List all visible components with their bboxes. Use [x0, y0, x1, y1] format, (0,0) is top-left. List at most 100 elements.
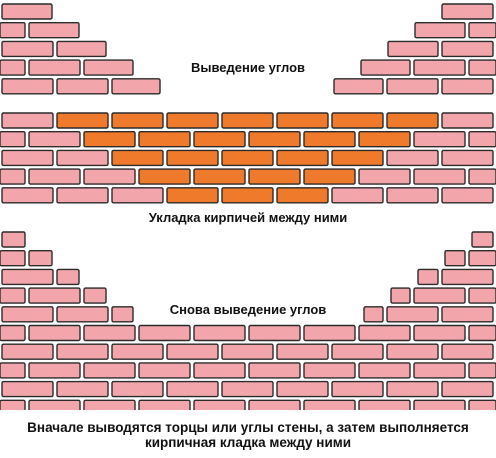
brick [111, 187, 164, 204]
new-brick [221, 187, 274, 204]
brick [28, 168, 81, 185]
brick [221, 380, 274, 398]
brick [1, 380, 54, 398]
brick [193, 362, 246, 379]
brick [56, 380, 109, 398]
brick [358, 168, 411, 185]
new-brick [166, 149, 219, 167]
caption-laying-infill: Укладка кирпичей между ними [148, 210, 348, 225]
brick [193, 324, 246, 342]
brick [56, 343, 109, 360]
brick [83, 59, 134, 76]
brick [441, 78, 494, 95]
brick [276, 380, 329, 398]
caption-raising-corners-again: Снова выведение углов [169, 302, 327, 317]
brick [111, 306, 134, 323]
brick [386, 343, 439, 360]
new-brick [166, 187, 219, 204]
brick [468, 131, 496, 148]
new-brick [386, 112, 439, 129]
brick [56, 187, 109, 204]
brick [83, 362, 136, 379]
brick [441, 3, 494, 20]
brick [471, 231, 494, 248]
brick [248, 324, 301, 342]
brick [358, 324, 411, 342]
brick [468, 59, 496, 76]
brick [83, 324, 136, 342]
new-brick [138, 168, 191, 185]
brick [386, 380, 439, 398]
new-brick [248, 168, 301, 185]
brick [28, 22, 80, 39]
brick [0, 131, 26, 148]
brick [441, 306, 494, 323]
brick [444, 249, 466, 267]
brick [56, 268, 80, 286]
brick [1, 40, 54, 58]
brick [1, 149, 54, 167]
brick [414, 22, 466, 39]
brick [331, 343, 384, 360]
brick [331, 380, 384, 398]
explanation-line-2: кирпичная кладка между ними [144, 435, 352, 450]
brick [441, 149, 494, 167]
new-brick [276, 149, 329, 167]
brick [413, 130, 466, 148]
brick [83, 399, 136, 410]
brick [358, 362, 411, 379]
brick [138, 324, 191, 342]
brick [221, 343, 274, 360]
brick [0, 250, 26, 267]
brick [28, 399, 81, 410]
brick [1, 306, 54, 323]
brick [56, 149, 109, 167]
brick [28, 287, 81, 304]
brick [468, 399, 496, 410]
brick [413, 59, 466, 76]
brick [111, 343, 164, 360]
new-brick [331, 112, 384, 129]
new-brick [111, 112, 164, 129]
brick [56, 306, 109, 323]
new-brick [248, 130, 301, 148]
brick [28, 59, 81, 76]
brick [138, 362, 191, 379]
brick [360, 59, 411, 76]
brick [358, 399, 411, 410]
brick [1, 112, 54, 129]
brick [417, 268, 439, 286]
brick [386, 149, 439, 167]
new-brick [358, 130, 411, 148]
diagram-explanation: Вначале выводятся торцы или углы стены, … [0, 420, 496, 450]
new-brick [83, 130, 136, 148]
brick [386, 78, 439, 95]
caption-raising-corners: Выведение углов [190, 60, 306, 75]
brick [413, 362, 466, 379]
brick [248, 399, 301, 410]
brick [390, 287, 411, 304]
brick [1, 78, 54, 95]
new-brick [276, 112, 329, 129]
brick [441, 40, 494, 58]
new-brick [221, 149, 274, 167]
brick [468, 362, 496, 379]
brick [386, 306, 439, 323]
explanation-line-1: Вначале выводятся торцы или углы стены, … [27, 420, 469, 435]
brick [1, 231, 26, 248]
brick [387, 40, 439, 58]
brick [0, 399, 26, 410]
brick [1, 268, 54, 286]
brick [0, 22, 26, 39]
brick [83, 287, 107, 304]
brick [28, 130, 81, 148]
brick [363, 306, 384, 323]
new-brick [166, 112, 219, 129]
brick [468, 22, 496, 39]
brick [276, 343, 329, 360]
brick [56, 78, 109, 95]
brick [303, 399, 356, 410]
new-brick [111, 149, 164, 167]
brick [111, 380, 164, 398]
brick [28, 324, 81, 342]
